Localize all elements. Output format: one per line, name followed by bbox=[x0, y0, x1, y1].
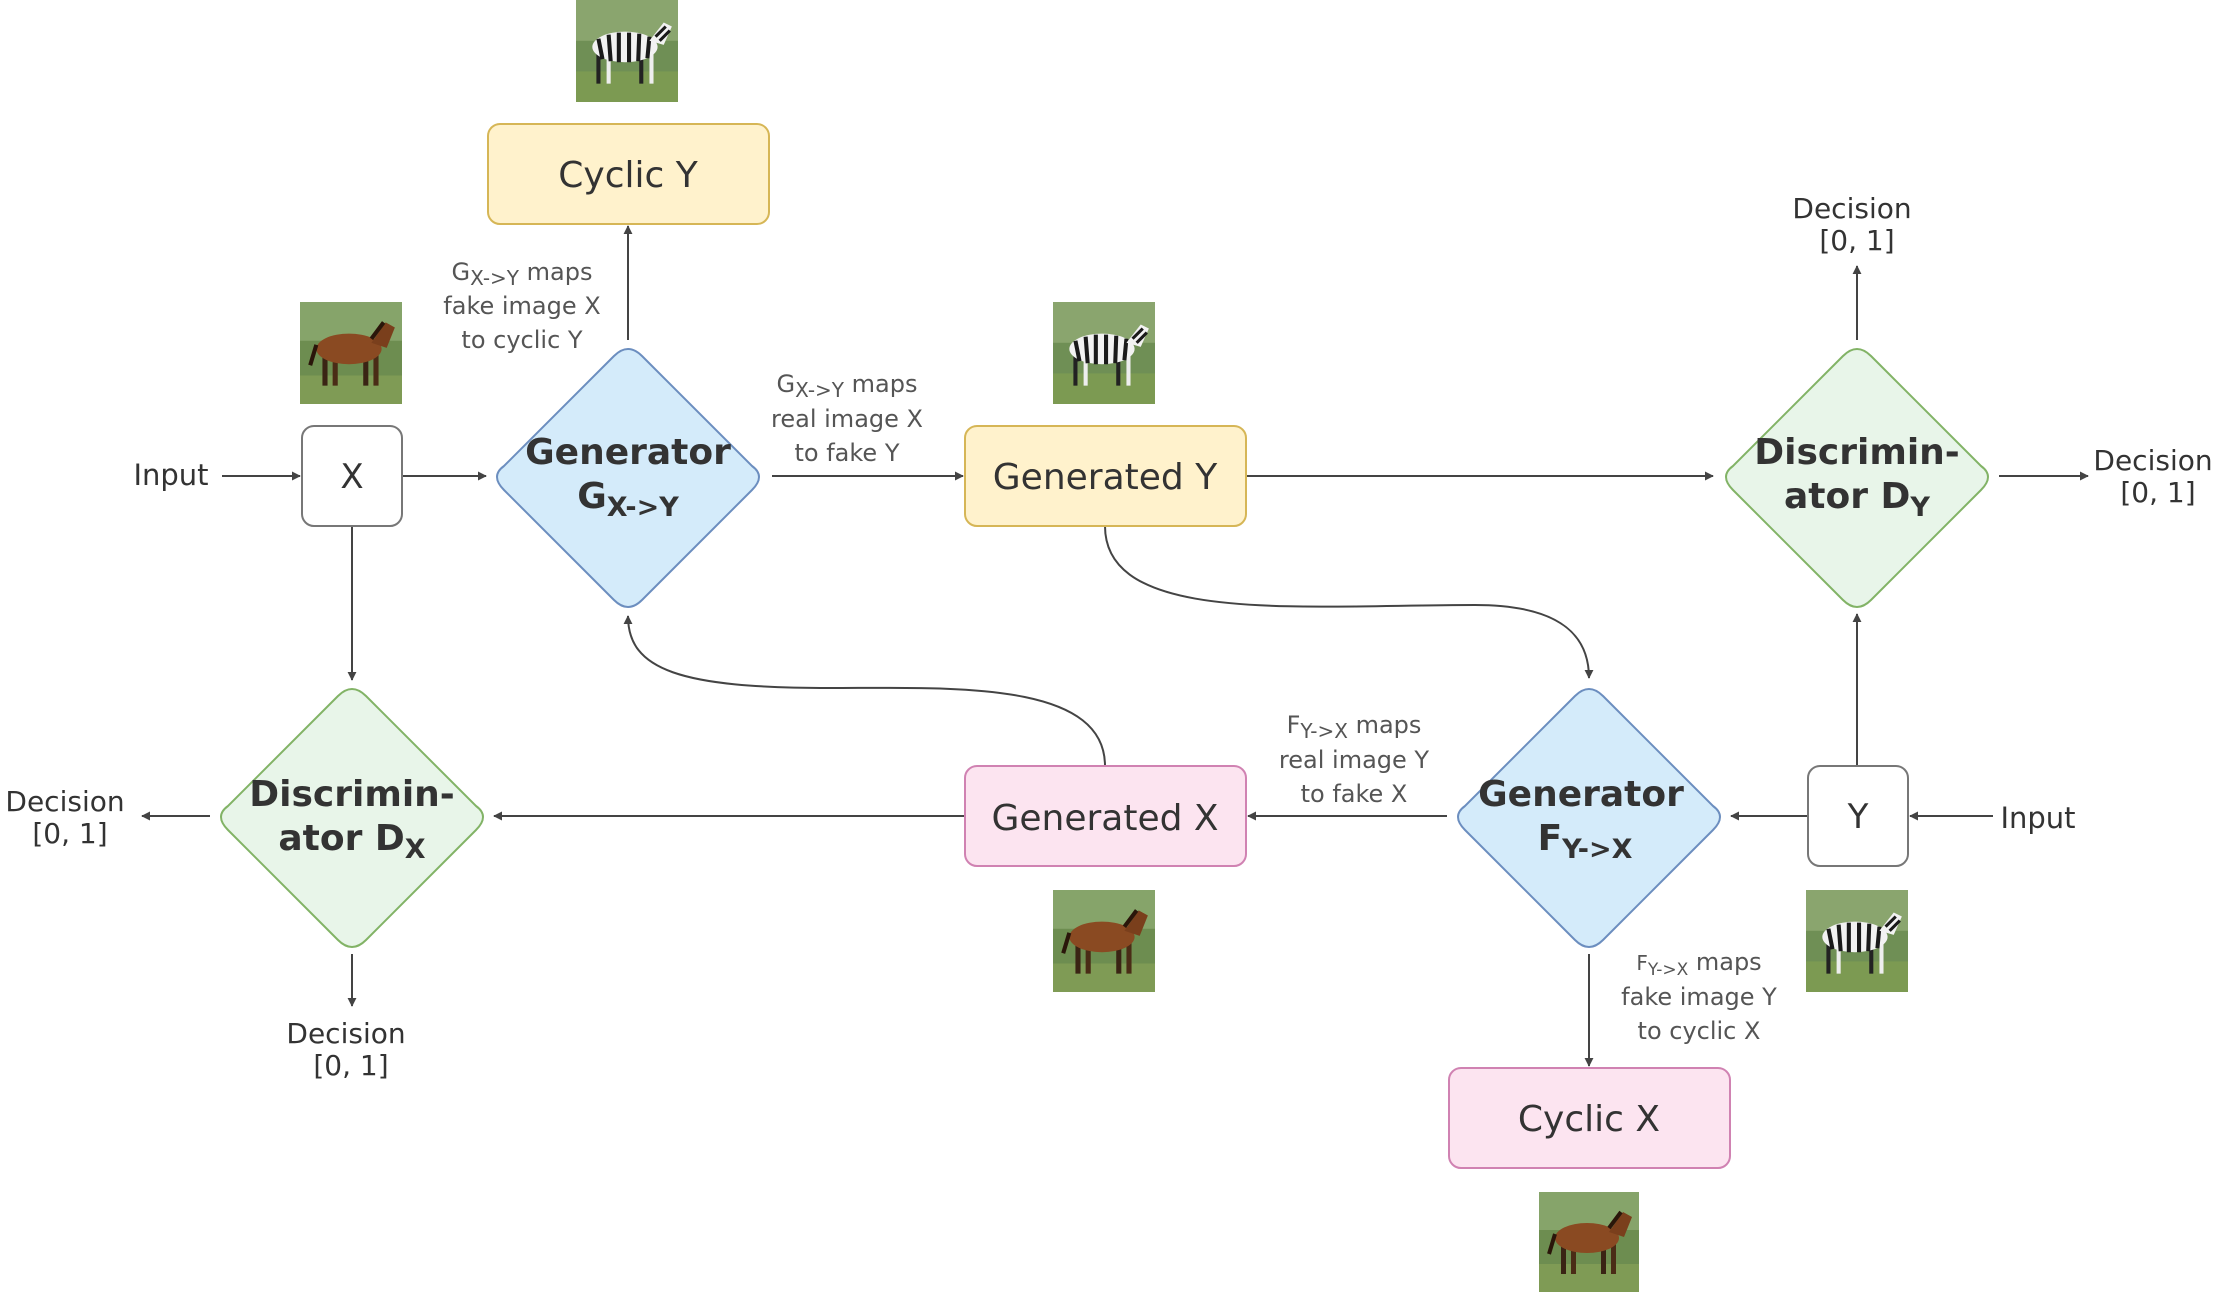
discriminator-dy-symbol: ator DY bbox=[1784, 476, 1930, 523]
decision-dy-top: Decision [0, 1] bbox=[1792, 192, 1911, 257]
note-f-cyclic-line2: fake image Y bbox=[1621, 983, 1777, 1011]
note-g-cyclic-line1: GX->Y maps bbox=[452, 258, 593, 290]
decision-dx-bottom-line2: [0, 1] bbox=[313, 1049, 388, 1082]
decision-dy-right-line2: [0, 1] bbox=[2120, 476, 2195, 509]
horse-thumbnail-cyclic-x bbox=[1539, 1192, 1639, 1292]
arrow-generated-x-to-generator-g bbox=[623, 615, 1106, 767]
decision-dx-left: Decision [0, 1] bbox=[5, 785, 124, 850]
discriminator-dx-diamond: Discrimin- ator DX bbox=[220, 688, 484, 948]
node-x: X bbox=[301, 425, 403, 527]
input-x-label: Input bbox=[133, 458, 208, 492]
node-x-label: X bbox=[340, 457, 363, 497]
note-f-fake-line2: real image Y bbox=[1279, 746, 1429, 774]
decision-dy-top-line2: [0, 1] bbox=[1819, 224, 1894, 257]
node-y: Y bbox=[1807, 765, 1909, 867]
note-g-fake-line1: GX->Y maps bbox=[777, 370, 918, 402]
note-f-fake: FY->X maps real image Y to fake X bbox=[1279, 711, 1429, 808]
node-cyclic-y: Cyclic Y bbox=[487, 123, 770, 225]
generated-y-label: Generated Y bbox=[993, 457, 1218, 498]
arrow-generated-y-to-generator-f bbox=[1104, 525, 1594, 679]
note-g-cyclic-line2: fake image X bbox=[443, 292, 600, 320]
decision-dy-right: Decision [0, 1] bbox=[2093, 444, 2212, 509]
generator-f-symbol: FY->X bbox=[1538, 818, 1633, 865]
generated-x-label: Generated X bbox=[991, 798, 1218, 839]
generator-g-diamond: Generator GX->Y bbox=[496, 348, 760, 608]
generator-g-title: Generator bbox=[525, 432, 731, 473]
horse-thumbnail-x bbox=[300, 302, 402, 404]
note-g-fake-line2: real image X bbox=[771, 405, 923, 433]
note-g-cyclic-line3: to cyclic Y bbox=[461, 326, 582, 354]
decision-dx-bottom: Decision [0, 1] bbox=[286, 1017, 405, 1082]
node-y-label: Y bbox=[1847, 797, 1869, 837]
decision-dx-left-line1: Decision bbox=[5, 785, 124, 818]
zebra-thumbnail-generated-y bbox=[1053, 302, 1155, 404]
decision-dy-top-line1: Decision bbox=[1792, 192, 1911, 225]
generator-f-title: Generator bbox=[1478, 774, 1684, 815]
generator-f-diamond: Generator FY->X bbox=[1457, 688, 1721, 948]
discriminator-dx-symbol: ator DX bbox=[278, 818, 425, 865]
discriminator-dy-title: Discrimin- bbox=[1754, 432, 1960, 473]
zebra-thumbnail-y bbox=[1806, 890, 1908, 992]
note-g-fake-line3: to fake Y bbox=[795, 439, 900, 467]
cyclic-x-label: Cyclic X bbox=[1518, 1099, 1660, 1140]
note-f-fake-line1: FY->X maps bbox=[1287, 711, 1422, 743]
note-g-cyclic: GX->Y maps fake image X to cyclic Y bbox=[443, 258, 600, 354]
input-y-label: Input bbox=[2000, 801, 2075, 835]
decision-dx-bottom-line1: Decision bbox=[286, 1017, 405, 1050]
node-generated-y: Generated Y bbox=[964, 425, 1247, 527]
decision-dy-right-line1: Decision bbox=[2093, 444, 2212, 477]
discriminator-dy-diamond: Discrimin- ator DY bbox=[1725, 348, 1989, 608]
cyclic-y-label: Cyclic Y bbox=[558, 155, 698, 196]
decision-dx-left-line2: [0, 1] bbox=[32, 817, 107, 850]
node-generated-x: Generated X bbox=[964, 765, 1247, 867]
horse-thumbnail-generated-x bbox=[1053, 890, 1155, 992]
note-f-cyclic-line3: to cyclic X bbox=[1638, 1017, 1761, 1045]
generator-g-symbol: GX->Y bbox=[577, 476, 679, 523]
discriminator-dx-title: Discrimin- bbox=[249, 774, 455, 815]
node-cyclic-x: Cyclic X bbox=[1448, 1067, 1731, 1169]
note-f-cyclic-line1: FY->X maps bbox=[1636, 948, 1761, 980]
note-g-fake: GX->Y maps real image X to fake Y bbox=[771, 370, 923, 467]
note-f-fake-line3: to fake X bbox=[1301, 780, 1408, 808]
note-f-cyclic: FY->X maps fake image Y to cyclic X bbox=[1621, 948, 1777, 1045]
connector-arrows bbox=[141, 225, 2089, 1067]
zebra-thumbnail-cyclic-y bbox=[576, 0, 678, 102]
